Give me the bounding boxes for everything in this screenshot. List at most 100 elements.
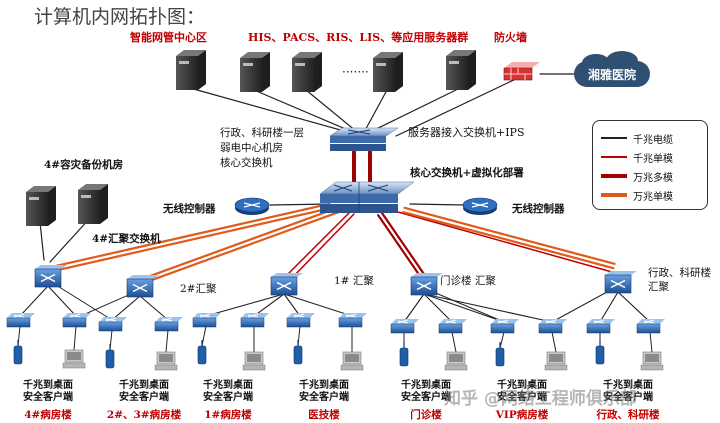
wlc-link — [409, 203, 465, 206]
switch-top — [605, 271, 637, 275]
server-top — [78, 184, 108, 190]
server-ellipsis: ······· — [342, 65, 369, 79]
wireless-ap-icon — [197, 340, 207, 365]
server-access-switch-icon — [329, 127, 399, 151]
server-badge — [179, 61, 189, 64]
end-link — [499, 331, 505, 349]
agg2-uplink — [138, 206, 339, 282]
legend: 千兆电缆 千兆单模 万兆多模 万兆单模 — [592, 120, 708, 210]
legend-row: 千兆电缆 — [601, 131, 705, 146]
legend-label: 千兆电缆 — [633, 135, 673, 146]
end-link — [551, 331, 557, 353]
switch-arrows — [416, 281, 432, 291]
access-line-1: 千兆到桌面 — [603, 380, 653, 391]
aggregation-switch-icon — [126, 275, 159, 298]
access-desc-1: 千兆到桌面安全客户端 — [104, 380, 184, 404]
access-desc-5: 千兆到桌面安全客户端 — [482, 380, 562, 404]
access-line-1: 千兆到桌面 — [203, 380, 253, 391]
access-switch-icon — [438, 319, 467, 334]
access-desc-3: 千兆到桌面安全客户端 — [284, 380, 364, 404]
access-switch-body — [490, 323, 515, 334]
access-link — [283, 293, 353, 317]
access-switch-arrows — [545, 319, 557, 324]
pc-icon — [544, 351, 568, 371]
pc-base — [640, 364, 664, 371]
core-switch-icon — [319, 181, 415, 213]
firewall-link — [395, 76, 521, 137]
building-name-5: VIP病房楼 — [495, 409, 549, 421]
access-switch-top — [63, 313, 91, 318]
switch-top — [411, 273, 443, 277]
access-link — [617, 291, 651, 323]
pc-icon — [62, 349, 86, 369]
wlc-right-icon — [462, 197, 498, 215]
access-switch-arrows — [69, 313, 81, 318]
access-switch-body — [286, 317, 311, 328]
access-link — [19, 285, 49, 317]
core-switch-arrows — [333, 184, 389, 192]
firewall-icon — [503, 62, 540, 81]
access-link — [283, 293, 301, 317]
access-switch-arrows — [445, 319, 457, 324]
server-switch-arrows — [347, 129, 371, 135]
agg4-uplink — [47, 207, 332, 274]
wlc-left-icon — [234, 197, 270, 215]
admin-uplink — [402, 211, 615, 270]
server-badge — [449, 61, 459, 64]
devices-layer: ·······湘雅医院 — [6, 50, 665, 371]
server-farm-label: HIS、PACS、RIS、LIS、等应用服务器群 — [248, 31, 469, 44]
end-link — [451, 331, 457, 353]
access-switch-body — [154, 321, 179, 332]
access-switch-top — [439, 319, 467, 324]
access-switch-arrows — [497, 319, 509, 324]
agg2-uplink — [139, 210, 340, 286]
legend-label: 万兆单模 — [633, 192, 673, 203]
pc-screen — [549, 354, 563, 362]
server-side — [395, 52, 403, 92]
pc-screen — [159, 354, 173, 362]
dr-server-icon — [78, 184, 108, 224]
server-front — [292, 58, 314, 92]
access-switch-top — [587, 319, 615, 324]
ap-body — [105, 349, 115, 369]
legend-swatch — [601, 137, 627, 139]
access-link — [423, 293, 505, 323]
access-switch-top — [491, 319, 519, 324]
access-switch-body — [240, 317, 265, 328]
access-desc-0: 千兆到桌面安全客户端 — [8, 380, 88, 404]
pc-base — [340, 364, 364, 371]
wlc-arrows — [243, 202, 261, 208]
server-front — [446, 56, 468, 90]
access-link — [423, 287, 505, 323]
pc-icon — [154, 351, 178, 371]
pc-base — [544, 364, 568, 371]
access-line-1: 千兆到桌面 — [401, 380, 451, 391]
access-switch-icon — [586, 319, 615, 334]
firewall-bricks — [504, 68, 532, 80]
server-switch-label: 服务器接入交换机+IPS — [408, 126, 525, 139]
server-uplink — [189, 87, 363, 137]
end-link — [73, 325, 77, 351]
pc-base — [154, 364, 178, 371]
ap-body — [197, 345, 207, 365]
wireless-ap-icon — [595, 340, 605, 365]
aggregation-switch-icon — [34, 265, 67, 288]
access-switch-body — [6, 317, 31, 328]
core-switch-top — [319, 181, 415, 195]
core-location-line-3: 核心交换机 — [220, 157, 273, 169]
agg-clinic-label: 门诊楼 汇聚 — [440, 275, 496, 287]
access-switch-body — [390, 323, 415, 334]
aggregation-switch-icon — [270, 273, 303, 296]
access-switch-top — [287, 313, 315, 318]
agg-admin-label: 行政、科研楼 汇聚 — [648, 266, 711, 294]
core-location-line-2: 弱电中心机房 — [220, 142, 283, 154]
access-link — [205, 293, 285, 317]
access-switch-top — [637, 319, 665, 324]
access-switch-icon — [240, 313, 269, 328]
server-badge — [243, 63, 253, 66]
pc-icon — [242, 351, 266, 371]
server-side — [198, 50, 206, 90]
legend-swatch — [601, 156, 627, 158]
wireless-ap-icon — [13, 340, 23, 365]
